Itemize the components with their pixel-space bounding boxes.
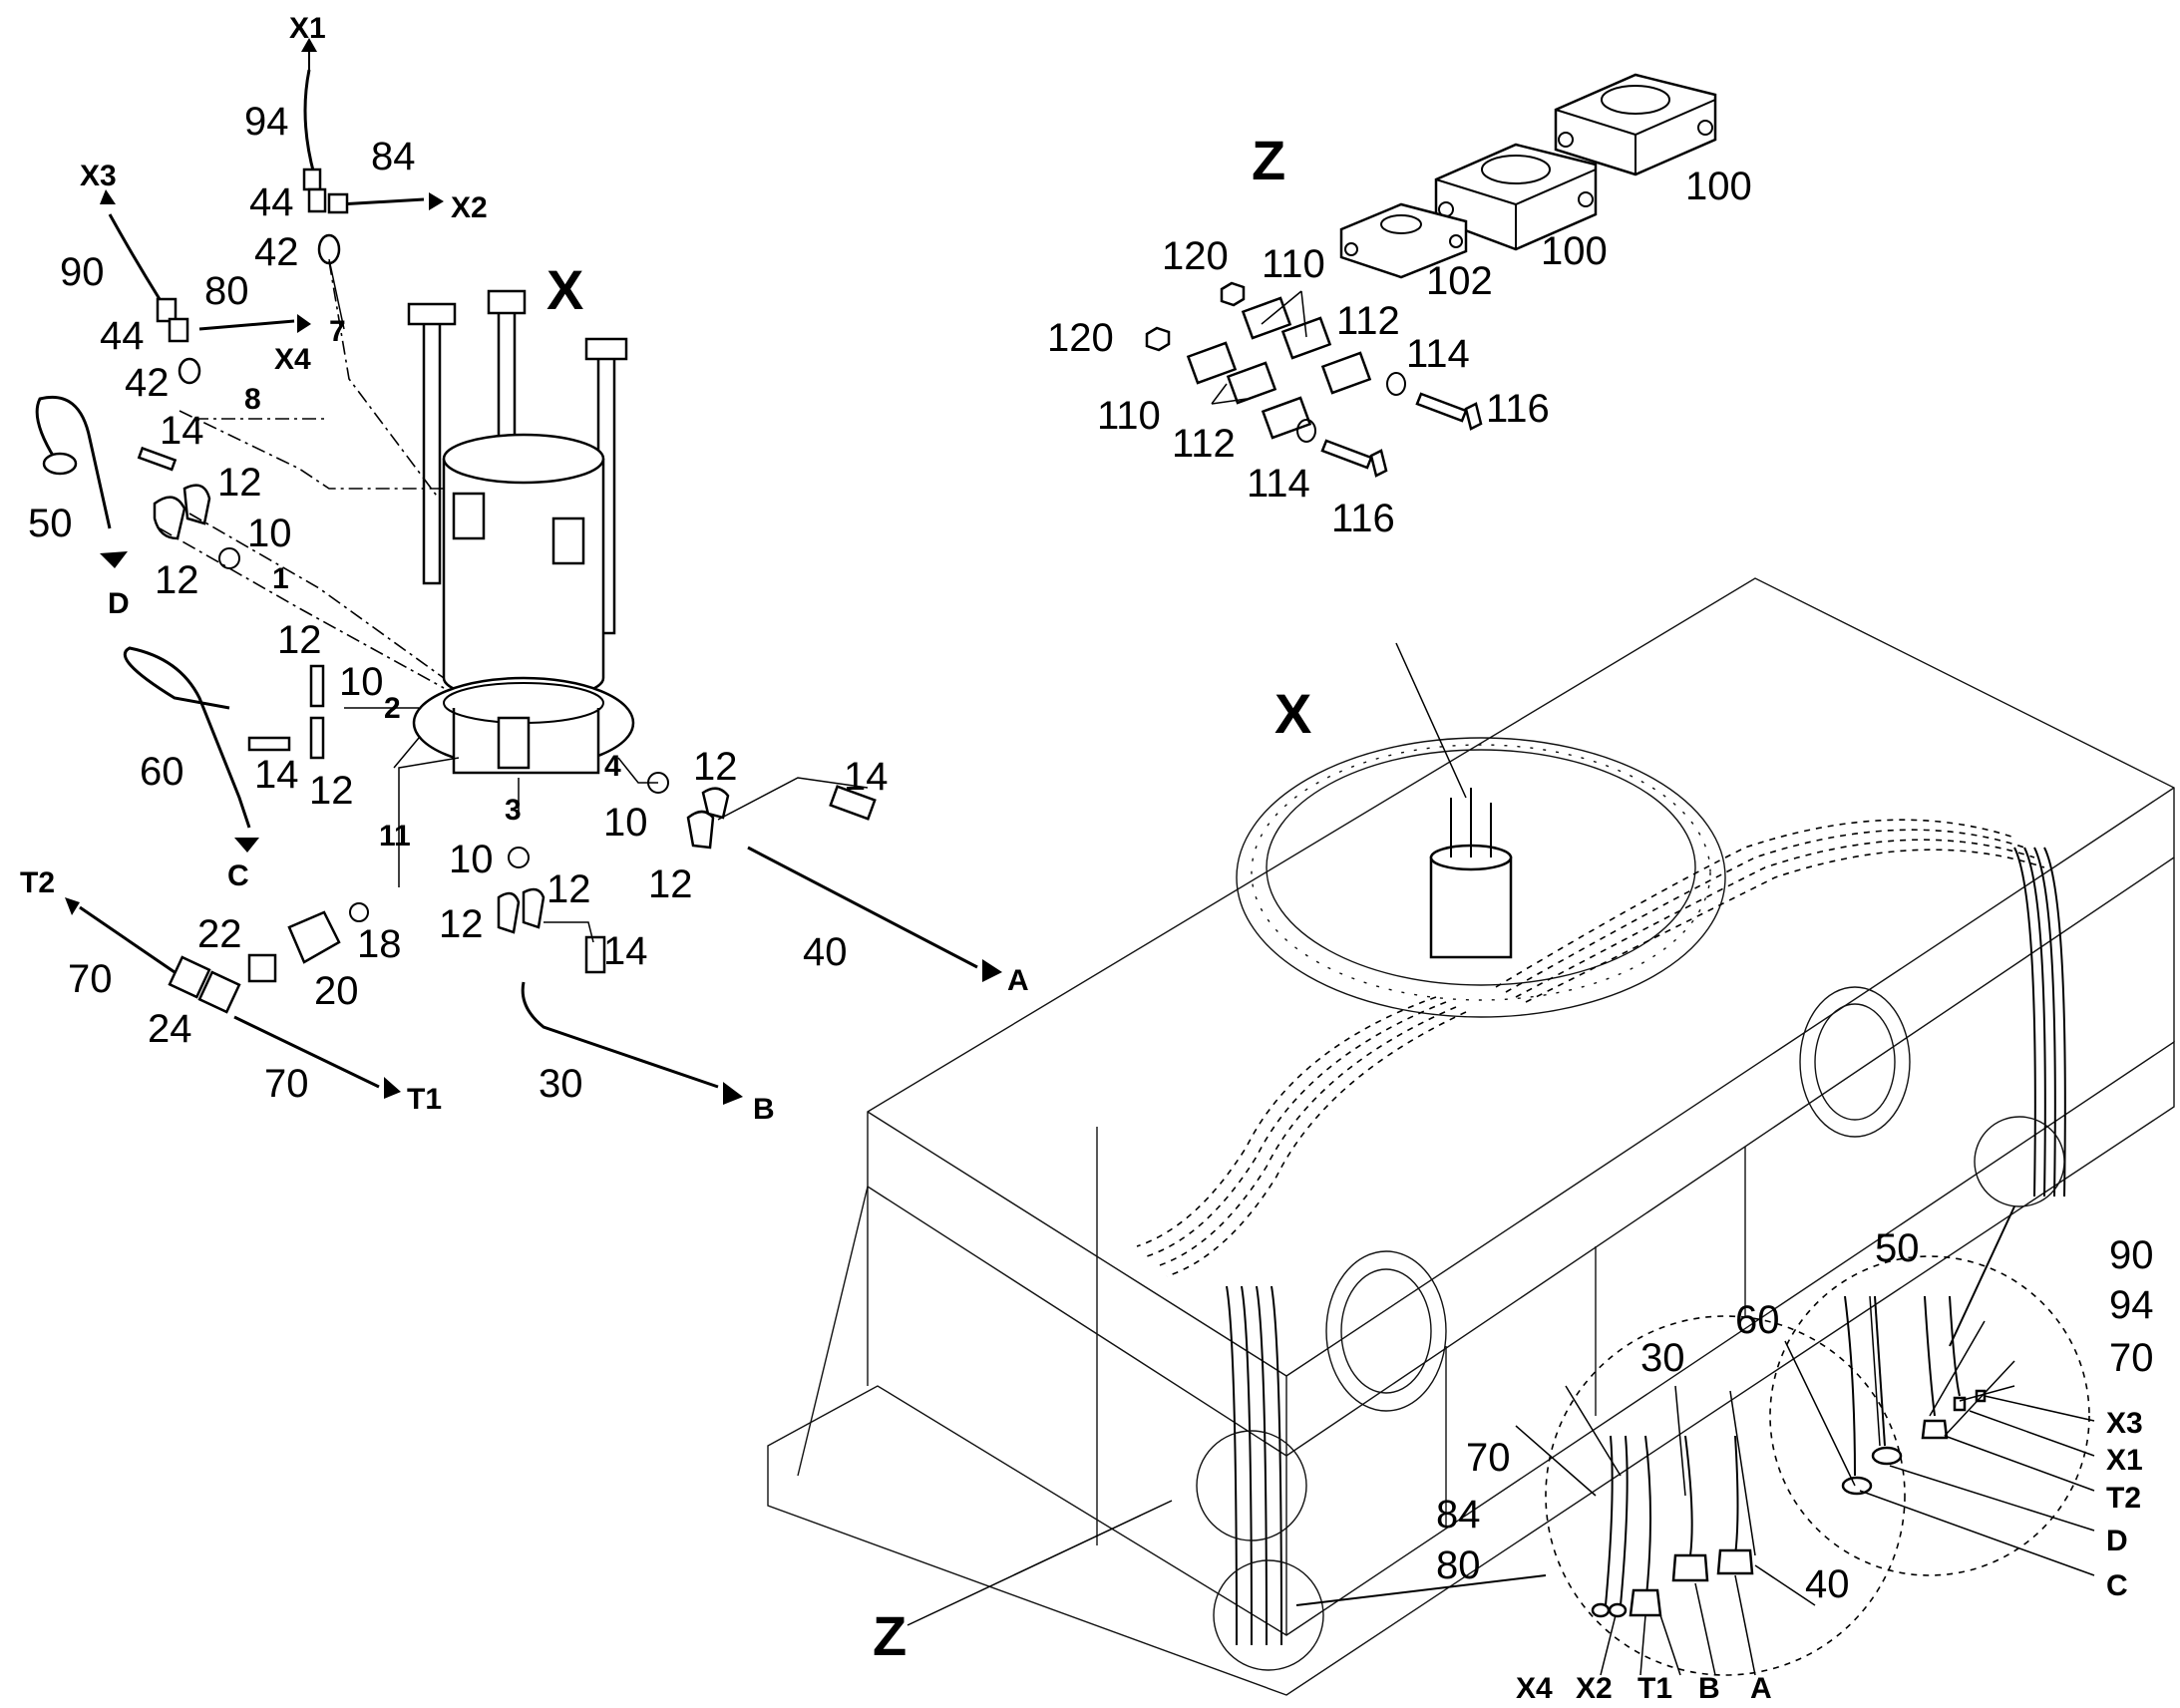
connection-label-x4: X4 bbox=[274, 343, 311, 376]
detail-x-rotary-joint bbox=[407, 289, 635, 775]
connection-label-b: B bbox=[753, 1093, 775, 1126]
part-label-12: 12 bbox=[439, 902, 484, 946]
part-label-100: 100 bbox=[1541, 229, 1608, 273]
part-label-120: 120 bbox=[1047, 316, 1114, 360]
part-label-14: 14 bbox=[844, 755, 889, 799]
part-label-12: 12 bbox=[155, 558, 199, 602]
detail-z-labels: Z 100 100 102 120 120 110 110 112 112 11… bbox=[1047, 129, 1752, 540]
part-label-114: 114 bbox=[1247, 462, 1310, 506]
part-label-110: 110 bbox=[1097, 394, 1161, 438]
part-label-7: 7 bbox=[329, 315, 346, 348]
connection-label-t1: T1 bbox=[407, 1083, 442, 1116]
part-label-30: 30 bbox=[539, 1062, 583, 1106]
frame-hose-routing bbox=[1136, 819, 2066, 1671]
part-label-10: 10 bbox=[449, 838, 494, 881]
detail-x-labels: X X1 94 84 44 X2 42 X3 90 80 7 44 X4 42 … bbox=[20, 12, 1029, 1126]
detail-label-z: Z bbox=[873, 1604, 907, 1667]
detail-label-x: X bbox=[1274, 682, 1311, 745]
part-label-11: 11 bbox=[379, 820, 411, 853]
connection-label-x2: X2 bbox=[1576, 1672, 1613, 1705]
detail-z-clamp-blocks bbox=[1145, 73, 1717, 478]
part-label-10: 10 bbox=[247, 512, 292, 555]
part-label-84: 84 bbox=[1436, 1493, 1481, 1537]
part-label-70: 70 bbox=[1466, 1436, 1511, 1480]
detail-label-x: X bbox=[546, 258, 583, 321]
part-label-14: 14 bbox=[254, 753, 299, 797]
part-label-100: 100 bbox=[1685, 165, 1752, 208]
part-label-114: 114 bbox=[1406, 332, 1470, 376]
connection-label-x3: X3 bbox=[80, 160, 117, 192]
part-label-10: 10 bbox=[603, 801, 648, 845]
part-label-12: 12 bbox=[217, 461, 262, 505]
part-label-50: 50 bbox=[28, 502, 73, 545]
part-label-8: 8 bbox=[244, 383, 261, 416]
connection-label-d: D bbox=[2106, 1525, 2128, 1557]
connection-label-x3: X3 bbox=[2106, 1407, 2143, 1440]
part-label-70: 70 bbox=[68, 957, 113, 1001]
part-label-90: 90 bbox=[60, 250, 105, 294]
connection-label-a: A bbox=[1750, 1672, 1772, 1705]
frame-labels: X Z 50 90 60 94 30 70 X3 70 X1 T2 84 D 8… bbox=[873, 682, 2154, 1705]
connection-label-d: D bbox=[108, 587, 130, 620]
part-label-80: 80 bbox=[1436, 1543, 1481, 1587]
part-label-94: 94 bbox=[2109, 1283, 2154, 1327]
part-label-1: 1 bbox=[272, 562, 289, 595]
part-label-116: 116 bbox=[1486, 387, 1550, 431]
connection-label-c: C bbox=[227, 859, 249, 892]
part-label-84: 84 bbox=[371, 135, 416, 178]
part-label-90: 90 bbox=[2109, 1233, 2154, 1277]
part-label-44: 44 bbox=[100, 314, 145, 358]
part-label-12: 12 bbox=[546, 867, 591, 911]
part-label-70: 70 bbox=[264, 1062, 309, 1106]
part-label-24: 24 bbox=[148, 1007, 192, 1051]
part-label-14: 14 bbox=[603, 929, 648, 973]
part-label-20: 20 bbox=[314, 969, 359, 1013]
part-label-70: 70 bbox=[2109, 1336, 2154, 1380]
part-label-14: 14 bbox=[160, 409, 204, 453]
part-label-40: 40 bbox=[1805, 1562, 1850, 1606]
part-label-12: 12 bbox=[309, 769, 354, 813]
part-label-12: 12 bbox=[648, 862, 693, 906]
part-label-116: 116 bbox=[1331, 497, 1395, 540]
part-label-4: 4 bbox=[604, 750, 621, 783]
part-label-110: 110 bbox=[1262, 242, 1325, 286]
part-label-44: 44 bbox=[249, 180, 294, 224]
part-label-112: 112 bbox=[1336, 299, 1400, 343]
fitting-44 bbox=[307, 187, 327, 213]
detail-label-z: Z bbox=[1252, 129, 1285, 191]
part-label-10: 10 bbox=[339, 660, 384, 704]
connection-label-x1: X1 bbox=[289, 12, 326, 45]
part-label-18: 18 bbox=[357, 922, 402, 966]
connection-label-x1: X1 bbox=[2106, 1444, 2143, 1477]
part-label-22: 22 bbox=[197, 912, 242, 956]
part-label-30: 30 bbox=[1640, 1336, 1685, 1380]
connection-label-t1: T1 bbox=[1637, 1672, 1672, 1705]
connection-label-x2: X2 bbox=[451, 191, 488, 224]
carbody-frame bbox=[767, 577, 2175, 1696]
part-label-80: 80 bbox=[204, 269, 249, 313]
part-label-3: 3 bbox=[505, 794, 522, 827]
connection-label-b: B bbox=[1698, 1672, 1720, 1705]
connection-label-t2: T2 bbox=[20, 866, 55, 899]
part-label-40: 40 bbox=[803, 930, 848, 974]
part-label-2: 2 bbox=[384, 692, 401, 725]
part-label-60: 60 bbox=[140, 750, 184, 794]
part-label-60: 60 bbox=[1735, 1298, 1780, 1342]
hose-end-details bbox=[907, 642, 2095, 1676]
connection-label-t2: T2 bbox=[2106, 1482, 2141, 1515]
connection-label-c: C bbox=[2106, 1569, 2128, 1602]
detail-x-leader-lines bbox=[159, 260, 869, 943]
part-label-120: 120 bbox=[1162, 234, 1229, 278]
connection-label-a: A bbox=[1007, 964, 1029, 997]
part-label-112: 112 bbox=[1172, 422, 1236, 466]
part-label-12: 12 bbox=[693, 745, 738, 789]
part-label-12: 12 bbox=[277, 618, 322, 662]
connection-label-x4: X4 bbox=[1516, 1672, 1553, 1705]
part-label-102: 102 bbox=[1426, 259, 1493, 303]
part-label-42: 42 bbox=[254, 230, 299, 274]
part-label-50: 50 bbox=[1875, 1226, 1920, 1270]
part-label-94: 94 bbox=[244, 100, 289, 144]
part-label-42: 42 bbox=[125, 361, 170, 405]
